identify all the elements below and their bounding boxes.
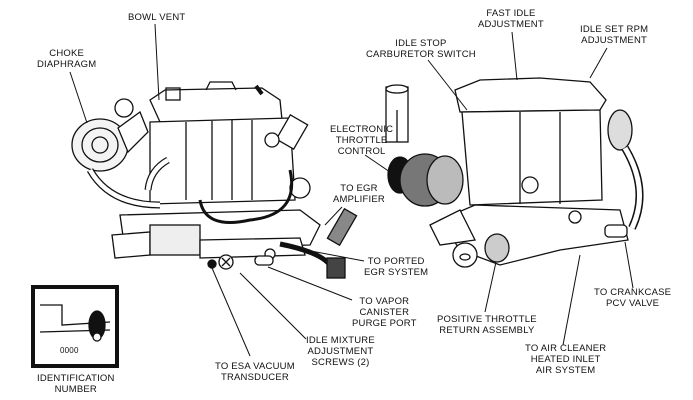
- label-fast-idle-adjustment: FAST IDLE ADJUSTMENT: [478, 8, 544, 30]
- inset-id-number: 0000: [60, 346, 79, 355]
- label-idle-set-rpm-adjustment: IDLE SET RPM ADJUSTMENT: [580, 24, 649, 46]
- label-bowl-vent: BOWL VENT: [128, 12, 186, 23]
- label-to-ported-egr-system: TO PORTED EGR SYSTEM: [364, 256, 429, 278]
- right-carburetor-body: [385, 77, 644, 268]
- label-to-vapor-canister-purge-port: TO VAPOR CANISTER PURGE PORT: [352, 296, 417, 329]
- label-positive-throttle-return-assembly: POSITIVE THROTTLE RETURN ASSEMBLY: [437, 314, 537, 336]
- leader-lines: [69, 23, 634, 357]
- label-idle-mixture-adjustment-screws: IDLE MIXTURE ADJUSTMENT SCREWS (2): [306, 335, 375, 368]
- label-identification-number: IDENTIFICATION NUMBER: [37, 373, 115, 395]
- label-to-egr-amplifier: TO EGR AMPLIFIER: [333, 183, 385, 205]
- label-to-crankcase-pcv-valve: TO CRANKCASE PCV VALVE: [594, 287, 672, 309]
- left-carburetor-body: [71, 81, 358, 279]
- identification-inset: [31, 285, 119, 368]
- label-electronic-throttle-control: ELECTRONIC THROTTLE CONTROL: [330, 124, 394, 157]
- label-choke-diaphragm: CHOKE DIAPHRAGM: [37, 48, 97, 70]
- label-idle-stop-carburetor-switch: IDLE STOP CARBURETOR SWITCH: [366, 38, 476, 60]
- label-to-air-cleaner-heated-inlet: TO AIR CLEANER HEATED INLET AIR SYSTEM: [525, 343, 607, 376]
- label-to-esa-vacuum-transducer: TO ESA VACUUM TRANSDUCER: [215, 361, 295, 383]
